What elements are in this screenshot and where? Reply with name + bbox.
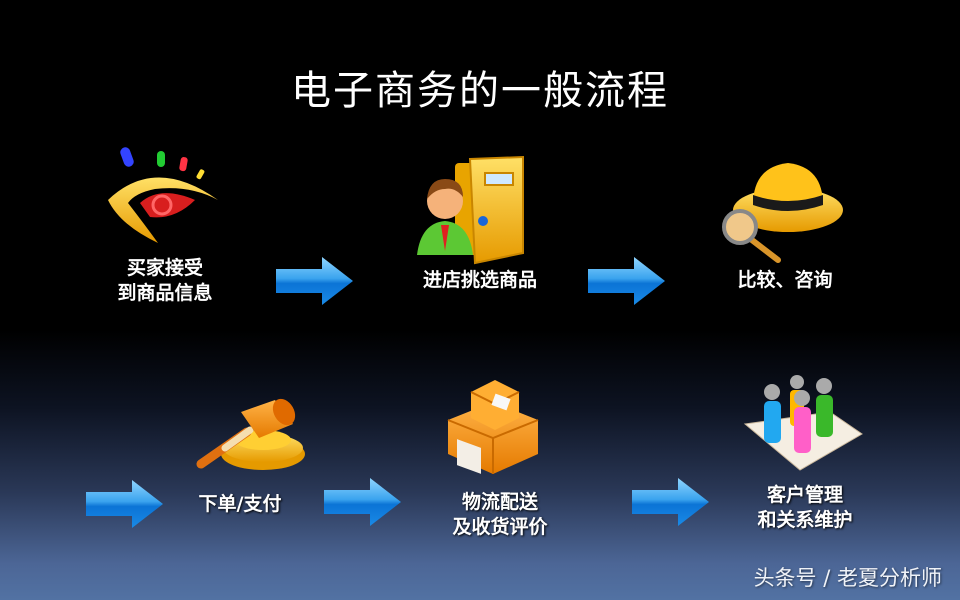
step-1-label-line1: 买家接受 [126,257,203,279]
hat-magnifier-icon [718,155,843,265]
step-2-label: 进店挑选商品 [422,269,537,291]
eye-icon [100,145,220,250]
door-person-icon [415,155,525,265]
arrow-right-icon [630,477,710,527]
step-3: 比较、咨询 [710,268,860,293]
arrow-right-icon [84,479,164,529]
watermark: 头条号 / 老夏分析师 [753,566,942,590]
package-boxes-icon [443,372,543,477]
step-2: 进店挑选商品 [400,268,560,293]
page-title: 电子商务的一般流程 [291,68,669,114]
step-5-label-line1: 物流配送 [461,491,538,513]
arrow-right-icon [586,256,666,306]
step-4-label: 下单/支付 [198,493,282,515]
step-5-label-line2: 及收货评价 [452,516,548,538]
arrow-right-icon [274,256,354,306]
step-5: 物流配送 及收货评价 [430,490,570,540]
step-6-label-line2: 和关系维护 [757,509,853,531]
step-6-label-line1: 客户管理 [766,484,843,506]
step-3-label: 比较、咨询 [737,269,833,291]
step-1: 买家接受 到商品信息 [95,256,235,306]
people-group-icon [740,372,865,472]
arrow-right-icon [322,477,402,527]
step-6: 客户管理 和关系维护 [740,483,870,533]
gavel-icon [195,392,310,477]
step-1-label-line2: 到商品信息 [117,282,213,304]
step-4: 下单/支付 [180,492,300,517]
